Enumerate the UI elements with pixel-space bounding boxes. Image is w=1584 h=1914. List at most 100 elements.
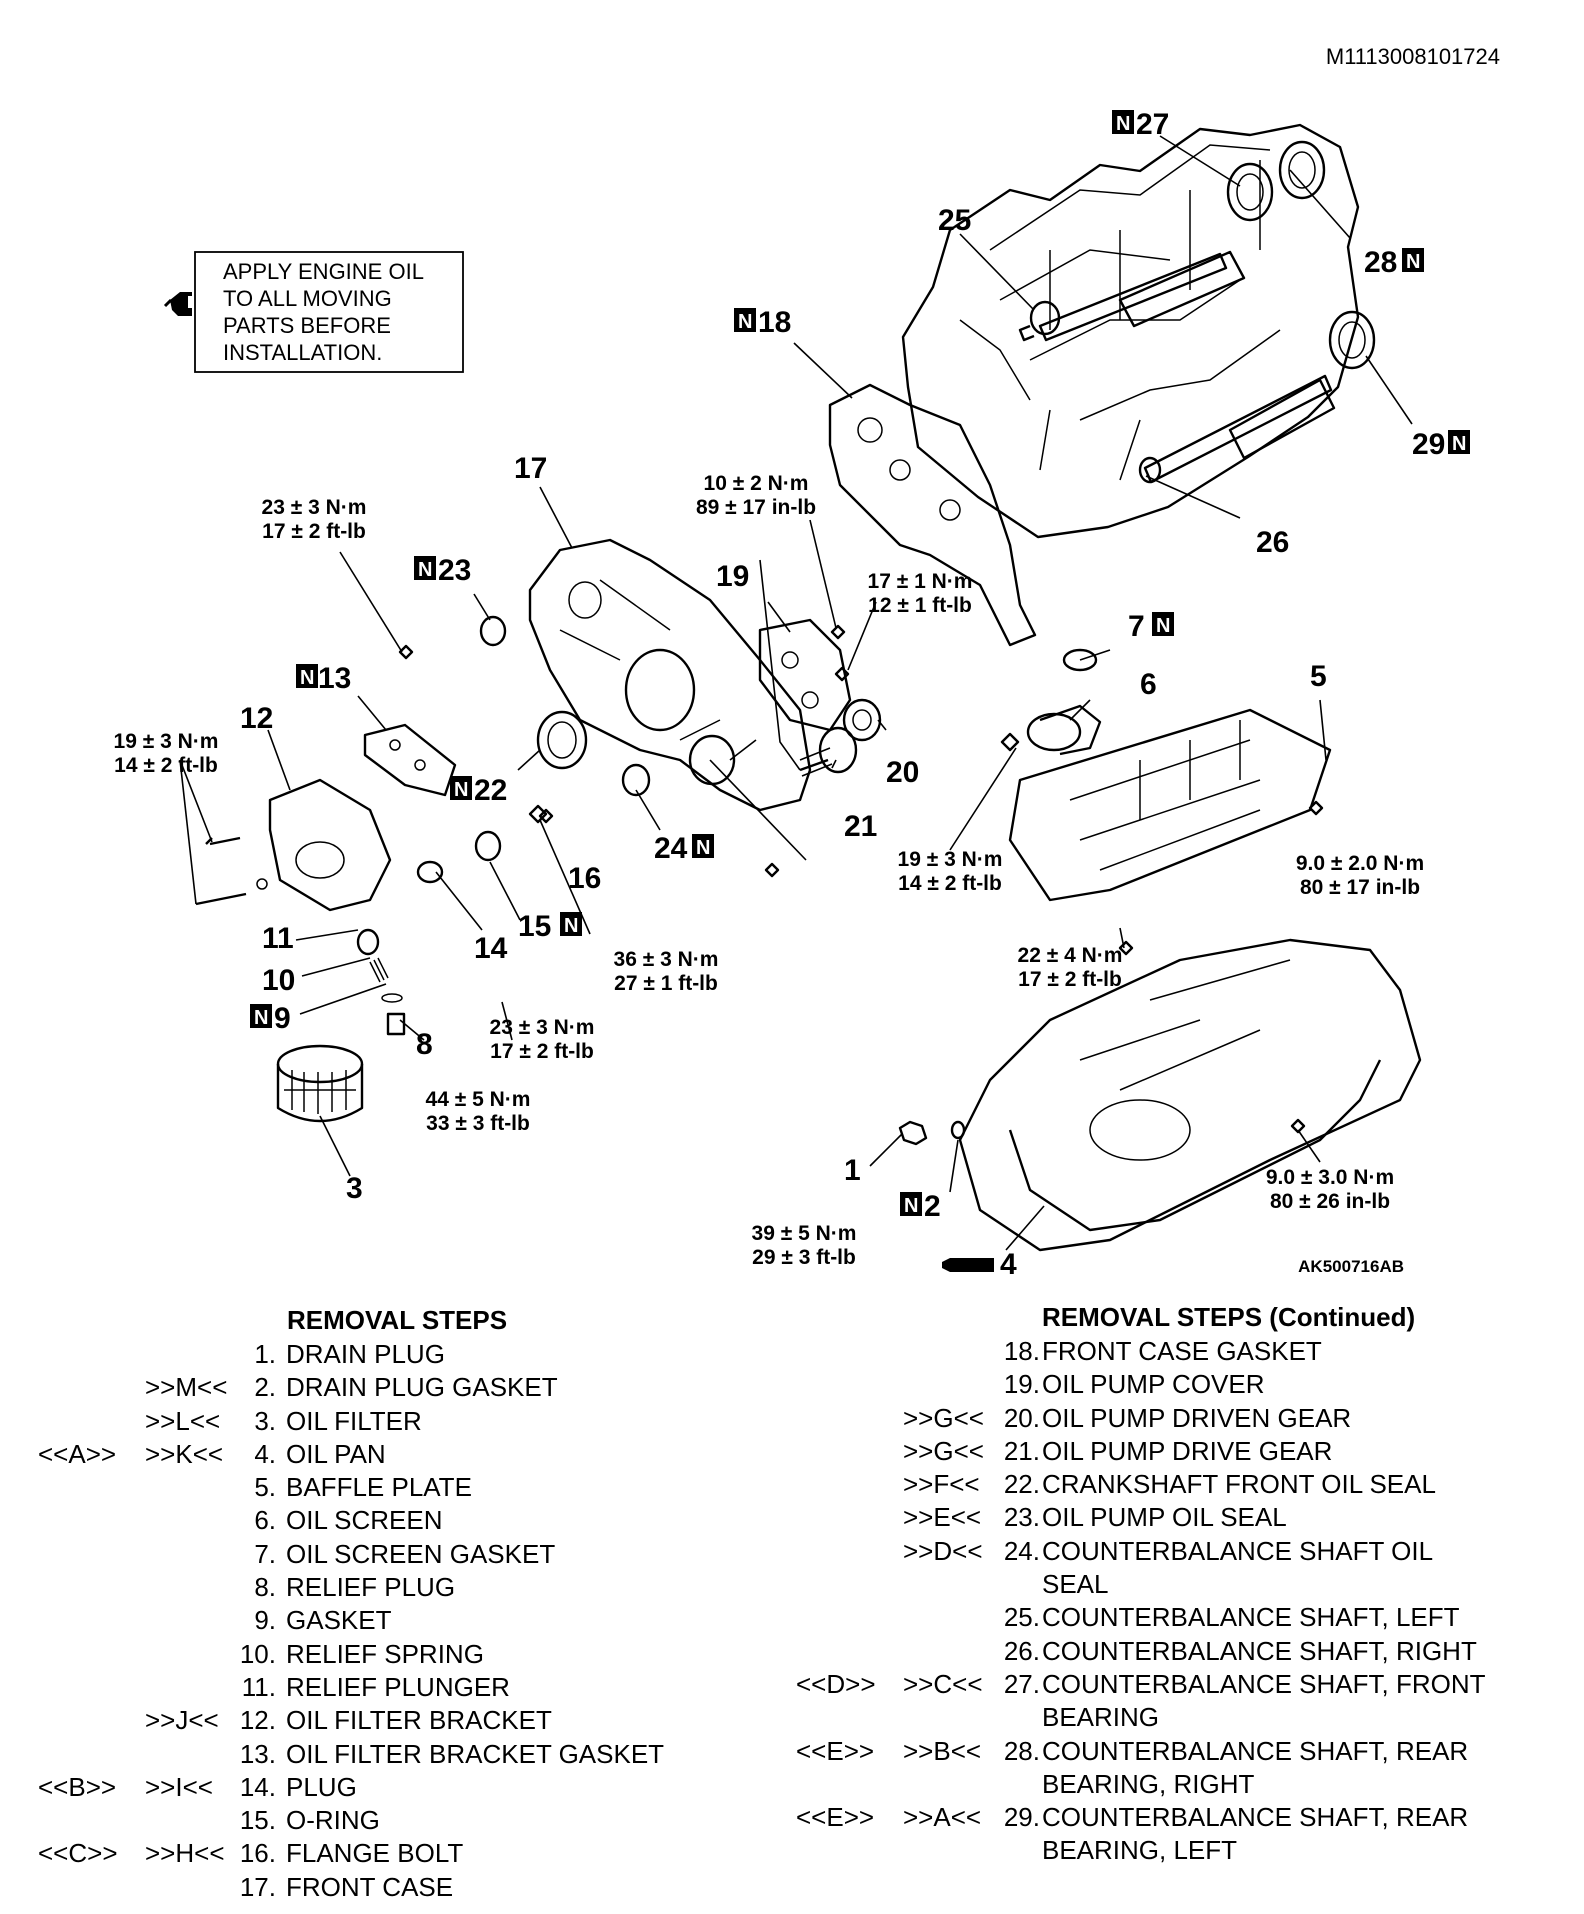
step-text: SEAL xyxy=(1042,1569,1109,1600)
removal-step-row: >>D<<24.COUNTERBALANCE SHAFT OIL xyxy=(780,1535,1584,1568)
step-text: BAFFLE PLATE xyxy=(286,1472,472,1503)
n-mark-icon: N xyxy=(1448,430,1470,455)
removal-step-row: >>L<< 3. OIL FILTER xyxy=(0,1405,780,1438)
removal-step-row: <<B>>>>I<<14.PLUG xyxy=(0,1771,780,1804)
part-label-5: 5 xyxy=(1310,660,1327,693)
part-label-13: 13 xyxy=(318,662,351,695)
counterbalance-shaft-oil-seal xyxy=(621,763,651,797)
n-mark-icon: N xyxy=(250,1004,272,1029)
removal-step-row: <<A>>>>K<<4.OIL PAN xyxy=(0,1438,780,1471)
document-id: M1113008101724 xyxy=(1326,44,1500,69)
svg-text:N: N xyxy=(1116,113,1130,135)
step-text: COUNTERBALANCE SHAFT, RIGHT xyxy=(1042,1635,1477,1666)
part-label-26: 26 xyxy=(1256,526,1289,559)
torque-18-inlb: 89 ± 17 in-lb xyxy=(696,496,816,519)
svg-text:N: N xyxy=(1156,615,1170,637)
part-label-17: 17 xyxy=(514,452,547,485)
step-number: 26. xyxy=(1003,1635,1040,1666)
svg-text:N: N xyxy=(300,667,314,689)
part-label-23: 23 xyxy=(438,554,471,587)
leader-lines xyxy=(179,135,1413,1251)
part-label-11: 11 xyxy=(262,922,294,955)
step-text: OIL SCREEN GASKET xyxy=(286,1538,556,1569)
part-label-16: 16 xyxy=(568,862,601,895)
baffle-plate xyxy=(1008,708,1332,902)
part-label-7: 7 xyxy=(1128,610,1145,643)
step-number: 27. xyxy=(1003,1668,1040,1699)
step-procedure-mark-b: >>G<< xyxy=(903,1435,984,1466)
step-text: PLUG xyxy=(286,1771,357,1802)
torque-12-ftlb: 14 ± 2 ft-lb xyxy=(114,754,218,777)
part-label-2: 2 xyxy=(924,1190,941,1223)
torque-4b-inlb: 80 ± 26 in-lb xyxy=(1270,1190,1390,1213)
drain-plug xyxy=(898,1120,928,1146)
part-label-28: 28 xyxy=(1364,246,1397,279)
step-procedure-mark-a: <<E>> xyxy=(796,1802,875,1833)
figure-code: AK500716AB xyxy=(1298,1257,1404,1276)
torque-4b-nm: 9.0 ± 3.0 N·m xyxy=(1266,1166,1394,1189)
svg-text:N: N xyxy=(738,311,752,333)
removal-step-row: 11. RELIEF PLUNGER xyxy=(0,1671,780,1704)
step-text: RELIEF PLUG xyxy=(286,1572,456,1603)
step-text: CRANKSHAFT FRONT OIL SEAL xyxy=(1042,1469,1436,1500)
torque-14-nm: 23 ± 3 N·m xyxy=(490,1016,595,1039)
step-number: 29. xyxy=(1003,1802,1040,1833)
step-procedure-mark-a: <<B>> xyxy=(38,1771,117,1802)
bolt-19a xyxy=(830,624,846,640)
torque-4a-ftlb: 17 ± 2 ft-lb xyxy=(1018,968,1122,991)
removal-step-row: 5.BAFFLE PLATE xyxy=(0,1471,780,1504)
torque-8-nm: 44 ± 5 N·m xyxy=(426,1088,531,1111)
step-number: 3. xyxy=(254,1405,276,1436)
step-text: OIL FILTER xyxy=(286,1405,422,1436)
torque-12-nm: 19 ± 3 N·m xyxy=(114,730,219,753)
part-label-29: 29 xyxy=(1412,428,1445,461)
step-text: OIL PUMP OIL SEAL xyxy=(1042,1502,1287,1533)
step-number: 1. xyxy=(254,1339,276,1369)
step-text: FRONT CASE xyxy=(286,1871,454,1902)
part-label-20: 20 xyxy=(886,756,919,789)
step-number: 28. xyxy=(1003,1735,1040,1766)
flange-bolt-16 xyxy=(528,804,548,824)
exploded-parts-diagram: M1113008101724 APPLY ENGINE OIL TO ALL M… xyxy=(114,44,1500,1281)
removal-step-row: SEAL xyxy=(780,1568,1584,1601)
step-procedure-mark-b: >>D<< xyxy=(903,1535,983,1566)
oil-filter-bracket-gasket xyxy=(363,723,457,797)
removal-step-row: 13.OIL FILTER BRACKET GASKET xyxy=(0,1738,780,1771)
removal-step-row: 25.COUNTERBALANCE SHAFT, LEFT xyxy=(780,1601,1584,1634)
step-procedure-mark-b: >>J<< xyxy=(145,1705,219,1736)
removal-step-row: >>G<<20.OIL PUMP DRIVEN GEAR xyxy=(780,1402,1584,1435)
step-number: 21. xyxy=(1003,1435,1040,1466)
part-label-4: 4 xyxy=(1000,1248,1017,1281)
torque-1-ftlb: 29 ± 3 ft-lb xyxy=(752,1246,856,1269)
step-text: OIL PAN xyxy=(286,1438,386,1469)
step-number: 4. xyxy=(254,1438,276,1469)
bracket-nut xyxy=(256,878,268,890)
step-text: RELIEF PLUNGER xyxy=(286,1671,510,1702)
part-label-14: 14 xyxy=(474,932,508,965)
step-text: OIL SCREEN xyxy=(286,1505,443,1536)
step-procedure-mark-b: >>B<< xyxy=(903,1735,982,1766)
part-label-27: 27 xyxy=(1136,108,1169,141)
torque-17-ftlb: 17 ± 2 ft-lb xyxy=(262,520,366,543)
svg-text:N: N xyxy=(564,915,578,937)
part-label-25: 25 xyxy=(938,204,971,237)
part-label-19: 19 xyxy=(716,560,749,593)
step-number: 14. xyxy=(239,1771,276,1802)
torque-6-nm: 19 ± 3 N·m xyxy=(898,848,1003,871)
step-text: COUNTERBALANCE SHAFT, FRONT xyxy=(1042,1668,1486,1699)
removal-step-row: 18.FRONT CASE GASKET xyxy=(780,1335,1584,1368)
bolt-5 xyxy=(1308,800,1324,816)
removal-step-row: >>G<<21.OIL PUMP DRIVE GEAR xyxy=(780,1435,1584,1468)
note-line-4: INSTALLATION. xyxy=(223,340,382,365)
step-procedure-mark-b: >>A<< xyxy=(903,1802,982,1833)
step-number: 25. xyxy=(1003,1602,1040,1633)
step-number: 2. xyxy=(254,1372,276,1403)
bracket-bolt-b xyxy=(195,892,247,906)
oil-pump-oil-seal xyxy=(479,615,507,647)
removal-step-row: <<E>>>>B<<28.COUNTERBALANCE SHAFT, REAR xyxy=(780,1735,1584,1768)
step-procedure-mark-b: >>L<< xyxy=(145,1405,221,1436)
step-number: 11. xyxy=(241,1671,276,1702)
step-text: FLANGE BOLT xyxy=(286,1838,464,1869)
step-procedure-mark-b: >>K<< xyxy=(145,1438,224,1469)
torque-16-nm: 36 ± 3 N·m xyxy=(614,948,719,971)
